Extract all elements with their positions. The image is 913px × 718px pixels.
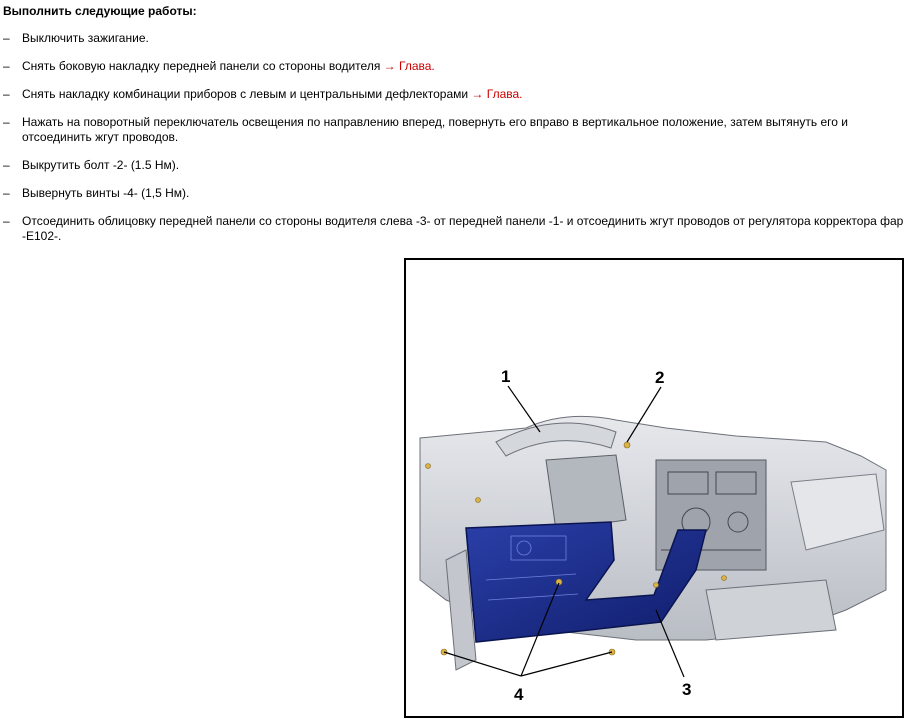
chapter-link[interactable]: → Глава. [471, 87, 523, 101]
lower-structure [445, 549, 477, 671]
callout-4: 4 [514, 685, 524, 704]
step-text: Отсоединить облицовку передней панели со… [22, 214, 904, 243]
step-dash: – [3, 59, 10, 73]
step-item: – Выключить зажигание. [0, 31, 908, 46]
cluster-hood [495, 422, 617, 457]
step-text: Снять накладку комбинации приборов с лев… [22, 87, 472, 101]
bolt-2 [623, 441, 631, 449]
glove-box [790, 473, 885, 551]
dashboard-illustration: 1 2 3 4 [404, 258, 904, 718]
driver-side-trim-panel [465, 521, 707, 643]
step-text: Выключить зажигание. [22, 31, 149, 45]
step-item: – Снять накладку комбинации приборов с л… [0, 87, 908, 102]
step-dash: – [3, 214, 10, 228]
step-dash: – [3, 115, 10, 129]
steps-list: – Выключить зажигание. – Снять боковую н… [0, 31, 908, 257]
step-item: – Вывернуть винты -4- (1,5 Нм). [0, 186, 908, 201]
step-item: – Отсоединить облицовку передней панели … [0, 214, 908, 244]
instructions-heading: Выполнить следующие работы: [3, 4, 197, 18]
step-item: – Нажать на поворотный переключатель осв… [0, 115, 908, 145]
step-text: Снять боковую накладку передней панели с… [22, 59, 384, 73]
callout-1: 1 [501, 367, 510, 386]
chapter-link[interactable]: → Глава. [383, 59, 435, 73]
step-text: Выкрутить болт -2- (1.5 Нм). [22, 158, 180, 172]
dashboard-drawing: 1 2 3 4 [419, 367, 887, 704]
step-dash: – [3, 31, 10, 45]
step-dash: – [3, 158, 10, 172]
step-item: – Выкрутить болт -2- (1.5 Нм). [0, 158, 908, 173]
callout-2: 2 [655, 368, 664, 387]
steering-column [545, 454, 627, 531]
step-text: Вывернуть винты -4- (1,5 Нм). [22, 186, 190, 200]
step-text: Нажать на поворотный переключатель освещ… [22, 115, 848, 144]
step-dash: – [3, 186, 10, 200]
screw-4 [555, 578, 563, 586]
step-item: – Снять боковую накладку передней панели… [0, 59, 908, 74]
step-dash: – [3, 87, 10, 101]
callout-3: 3 [682, 680, 691, 699]
